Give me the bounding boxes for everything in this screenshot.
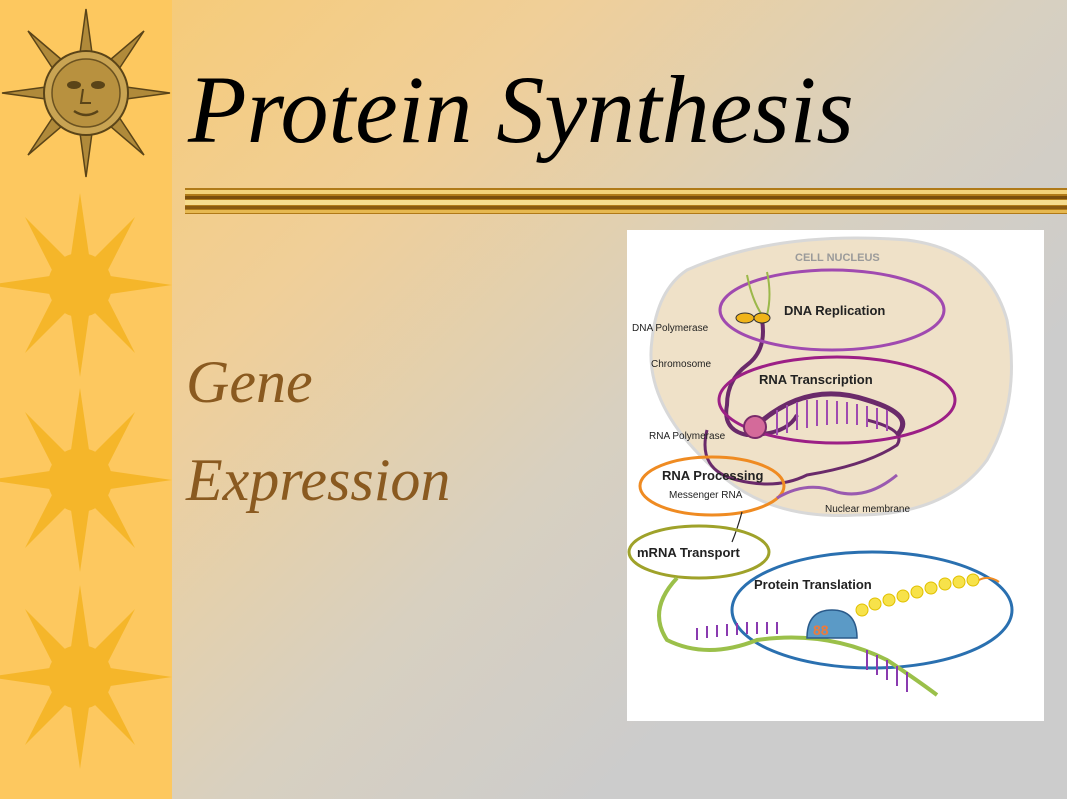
dna-strand-tail [703,418,901,486]
sun-icon [0,193,172,377]
svg-text:88: 88 [813,622,829,638]
label-rna-transcription: RNA Transcription [759,372,873,387]
label-messenger-rna: Messenger RNA [669,490,743,501]
label-dna-replication: DNA Replication [784,303,885,318]
body-text-line-expression: Expression [186,447,451,513]
mrna-transport-circle [627,524,771,580]
title-underline-rule [185,188,1067,214]
left-decorative-strip [0,0,172,799]
label-protein-translation: Protein Translation [754,577,872,592]
label-nuclear-membrane: Nuclear membrane [825,504,910,515]
body-text-line-gene: Gene [186,349,313,415]
dna-replication-circle [718,268,946,352]
sun-face-icon [1,8,171,178]
label-dna-polymerase: DNA Polymerase [632,323,709,334]
sun-icon [0,585,172,769]
cell-nucleus-shape [649,236,1013,518]
slide-title: Protein Synthesis [188,56,854,163]
rna-processing-circle [638,455,786,517]
rna-transcription-circle [717,355,957,445]
label-mrna-transport: mRNA Transport [637,545,740,560]
label-cell-nucleus: CELL NUCLEUS [795,252,880,264]
protein-translation-circle [730,550,1014,670]
label-chromosome: Chromosome [651,359,711,370]
label-rna-processing: RNA Processing [662,468,763,483]
label-rna-polymerase: RNA Polymerase [649,431,726,442]
protein-synthesis-diagram: CELL NUCLEUS DNA Replication DNA Polymer… [627,230,1044,721]
dna-strand [724,319,799,438]
sun-icon [0,388,172,572]
